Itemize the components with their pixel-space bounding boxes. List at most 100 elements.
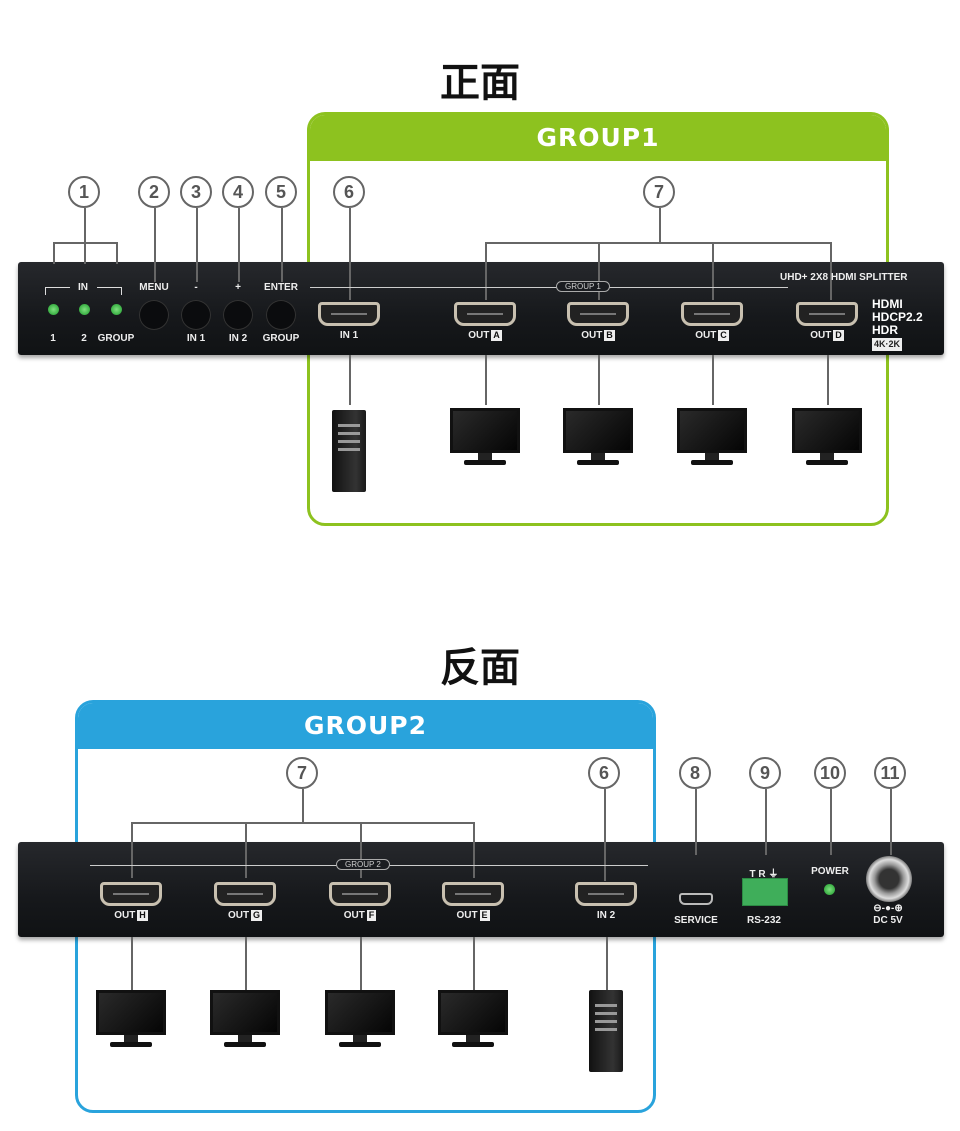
callout-number: 11: [874, 757, 906, 789]
callout-line: [598, 355, 600, 405]
dc-symbol: ⊖-●-⊕: [873, 903, 903, 914]
led-label: GROUP: [97, 333, 135, 344]
hdmi-port[interactable]: [442, 882, 504, 906]
port-name: OUT: [695, 330, 717, 341]
hdmi-port[interactable]: [575, 882, 637, 906]
monitor-icon: [677, 408, 747, 466]
hdmi-port[interactable]: [100, 882, 162, 906]
port-name: OUT: [227, 910, 250, 921]
service-usb-port[interactable]: [679, 893, 713, 905]
callout-line: [830, 789, 832, 855]
monitor-icon: [450, 408, 520, 466]
monitor-icon: [210, 990, 280, 1048]
hdmi-port-label: IN 1: [309, 330, 389, 341]
port-name: IN 2: [596, 910, 616, 921]
callout-line: [765, 789, 767, 855]
hdr-logo: HDR: [872, 323, 898, 337]
port-name: OUT: [581, 330, 603, 341]
callout-line: [659, 208, 661, 242]
callout-number: 1: [68, 176, 100, 208]
hdcp-logo: HDCP2.2: [872, 310, 923, 324]
hdmi-port[interactable]: [214, 882, 276, 906]
callout-number: 6: [333, 176, 365, 208]
callout-line: [196, 208, 198, 282]
service-label: SERVICE: [674, 915, 718, 926]
callout-line: [473, 937, 475, 990]
pc-tower-icon: [332, 410, 366, 492]
status-led: [48, 304, 59, 315]
dc-jack[interactable]: [866, 856, 912, 902]
rs232-terminal[interactable]: [742, 878, 788, 906]
port-badge: F: [366, 910, 377, 921]
callout-line: [473, 822, 475, 878]
callout-line: [485, 242, 832, 244]
group2-line-label: GROUP 2: [336, 859, 390, 870]
port-name: OUT: [343, 910, 365, 921]
model-label: UHD+ 2X8 HDMI SPLITTER: [780, 272, 908, 283]
panel-button[interactable]: [139, 300, 169, 330]
panel-button[interactable]: [223, 300, 253, 330]
callout-number: 3: [180, 176, 212, 208]
button-top-label: ENTER: [264, 282, 298, 293]
dc-label: DC 5V: [873, 915, 903, 926]
hdmi-port[interactable]: [796, 302, 858, 326]
power-label: POWER: [811, 866, 849, 877]
port-badge: A: [491, 330, 502, 341]
callout-number: 10: [814, 757, 846, 789]
hdmi-port[interactable]: [329, 882, 391, 906]
callout-line: [131, 822, 474, 824]
callout-number: 5: [265, 176, 297, 208]
hdmi-logo: HDMI: [872, 297, 903, 311]
group1-title: GROUP1: [310, 115, 886, 161]
port-badge: E: [479, 910, 490, 921]
led-label: 2: [81, 333, 87, 344]
4k-logo: 4K·2K: [872, 338, 903, 351]
callout-number: 7: [643, 176, 675, 208]
port-badge: D: [833, 330, 844, 341]
button-top-label: +: [235, 282, 241, 293]
port-name: IN 1: [339, 330, 359, 341]
monitor-icon: [438, 990, 508, 1048]
group-line: [310, 287, 788, 288]
callout-number: 4: [222, 176, 254, 208]
hdmi-port-label: IN 2: [566, 910, 646, 921]
callout-number: 7: [286, 757, 318, 789]
group2-box: GROUP2: [75, 700, 656, 1113]
callout-number: 6: [588, 757, 620, 789]
hdmi-port[interactable]: [567, 302, 629, 326]
callout-line: [485, 355, 487, 405]
callout-line: [830, 242, 832, 300]
hdmi-port[interactable]: [318, 302, 380, 326]
rs232-label: RS-232: [747, 915, 781, 926]
pc-tower-icon: [589, 990, 623, 1072]
callout-line: [598, 242, 600, 300]
button-bottom-label: IN 2: [228, 333, 248, 344]
led-label: 1: [50, 333, 56, 344]
panel-button[interactable]: [181, 300, 211, 330]
hdmi-port[interactable]: [681, 302, 743, 326]
rs232-pins: T R ⏚: [749, 869, 779, 880]
callout-line: [827, 355, 829, 405]
in-label: IN: [78, 282, 88, 293]
button-top-label: MENU: [139, 282, 169, 293]
port-badge: B: [604, 330, 615, 341]
callout-line: [360, 822, 362, 878]
callout-line: [712, 242, 714, 300]
port-name: OUT: [468, 330, 490, 341]
hdmi-port[interactable]: [454, 302, 516, 326]
callout-line: [485, 242, 487, 300]
callout-line: [131, 822, 133, 878]
callout-line: [349, 208, 351, 300]
panel-button[interactable]: [266, 300, 296, 330]
port-badge: G: [251, 910, 263, 921]
front-title: 正面: [440, 60, 520, 106]
callout-line: [116, 242, 118, 264]
callout-line: [360, 937, 362, 990]
callout-line: [84, 242, 86, 264]
